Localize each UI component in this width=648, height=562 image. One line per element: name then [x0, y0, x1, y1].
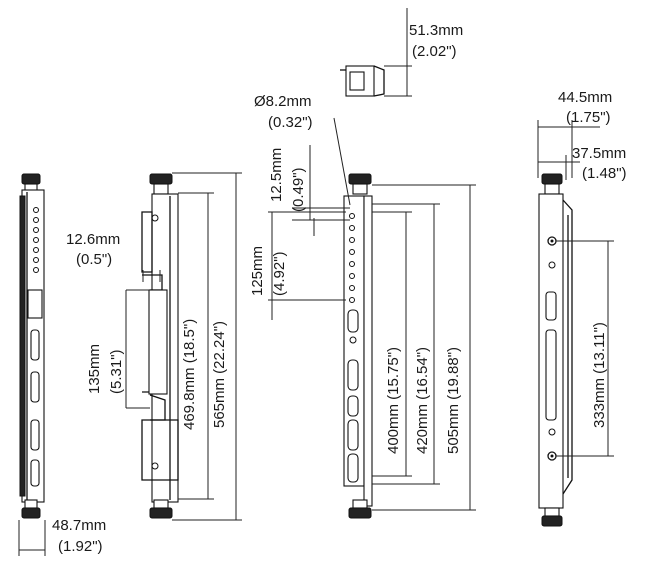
dimension-hole-diameter: Ø8.2mm (0.32")	[254, 93, 351, 206]
dimension-width-inner: 37.5mm (1.48")	[538, 145, 627, 182]
slot-width-in: (0.5")	[76, 251, 112, 268]
top-depth-mm: 51.3mm	[409, 22, 463, 39]
span-400-label: 400mm (15.75")	[385, 347, 402, 454]
hole-range-in: (4.92")	[271, 251, 288, 296]
dimension-slot: 12.6mm (0.5") 135mm (5.31")	[66, 231, 161, 409]
dimension-width-rear: 44.5mm (1.75")	[537, 89, 612, 178]
width-inner-mm: 37.5mm	[572, 145, 626, 162]
top-depth-in: (2.02")	[412, 43, 457, 60]
slot-length-mm: 135mm	[86, 344, 103, 394]
front-view-a-bracket	[141, 173, 179, 519]
hole-range-mm: 125mm	[249, 246, 266, 296]
width-rear-mm: 44.5mm	[558, 89, 612, 106]
width-inner-in: (1.48")	[582, 165, 627, 182]
rail-a-length: 469.8mm (18.5")	[181, 319, 198, 430]
dimension-span-400: 400mm (15.75")	[372, 211, 412, 477]
dimension-side-depth: 48.7mm (1.92")	[18, 517, 106, 556]
width-rear-in: (1.75")	[566, 109, 611, 126]
dimension-span-420: 420mm (16.54")	[372, 203, 440, 485]
dimension-rail-a: 469.8mm (18.5")	[178, 192, 214, 500]
side-depth-mm: 48.7mm	[52, 517, 106, 534]
dimension-span-505: 505mm (19.88")	[372, 184, 476, 511]
hole-diameter-mm: Ø8.2mm	[254, 93, 312, 110]
span-420-label: 420mm (16.54")	[414, 347, 431, 454]
side-view-bracket	[19, 173, 45, 519]
dimension-total-a: 565mm (22.24")	[172, 172, 242, 521]
total-a-length: 565mm (22.24")	[211, 321, 228, 428]
hole-diameter-in: (0.32")	[268, 114, 313, 131]
hole-spacing-in: (0.49")	[290, 167, 307, 212]
top-view-clip: 51.3mm (2.02")	[340, 8, 463, 97]
slot-width-mm: 12.6mm	[66, 231, 120, 248]
slot-length-in: (5.31")	[108, 349, 125, 394]
dimension-hole-range: 125mm (4.92")	[249, 211, 346, 320]
span-505-label: 505mm (19.88")	[445, 347, 462, 454]
dimension-span-333: 333mm (13.11")	[556, 240, 614, 457]
hole-spacing-mm: 12.5mm	[268, 148, 285, 202]
dimension-hole-spacing: 12.5mm (0.49")	[268, 145, 350, 236]
span-333-label: 333mm (13.11")	[591, 322, 608, 428]
side-depth-in: (1.92")	[58, 538, 103, 555]
center-view-bracket	[343, 173, 373, 519]
right-view-bracket	[538, 173, 573, 527]
